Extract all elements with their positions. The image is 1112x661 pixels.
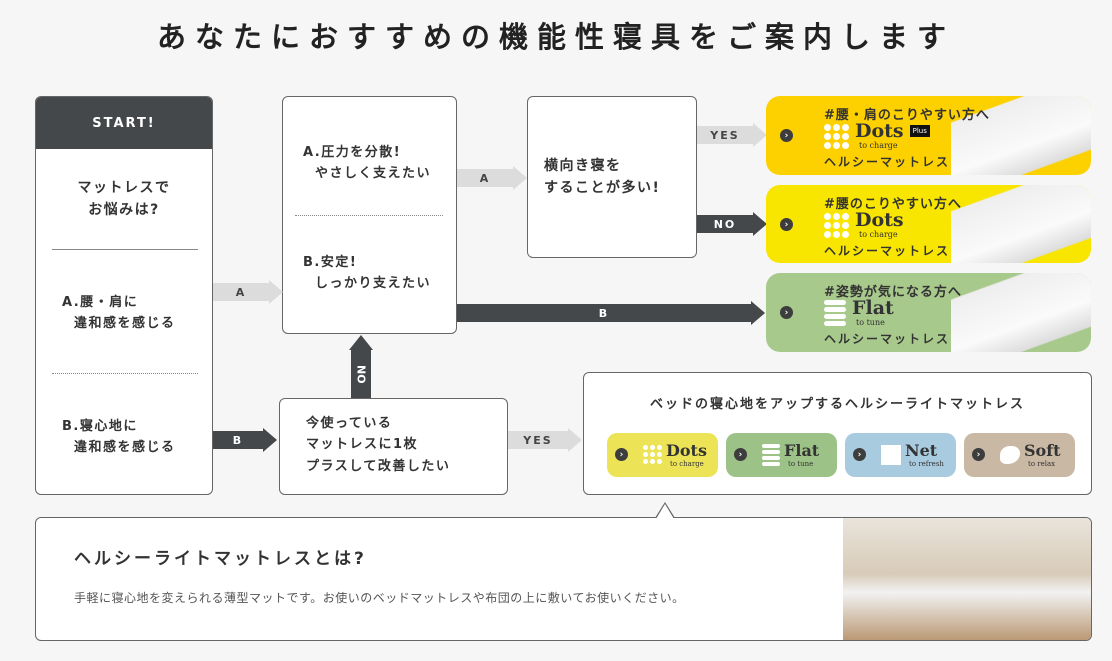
mattress-image [951, 273, 1091, 352]
product-sub: to tune [856, 318, 885, 327]
flat-logo-icon [824, 300, 846, 326]
light-title: ベッドの寝心地をアップするヘルシーライトマットレス [649, 397, 1025, 412]
add-layer-question-box: 今使っている マットレスに1枚 プラスして改善したい [279, 398, 508, 495]
q2-option-a: A.圧力を分散! やさしく支えたい [303, 145, 432, 181]
q3-text: 横向き寝を することが多い! [544, 158, 661, 197]
product-tag: #腰のこりやすい方へ [824, 197, 962, 212]
light-sub: to charge [670, 460, 704, 468]
arrow-no-up-label: NO [354, 364, 368, 384]
bedroom-photo [843, 518, 1091, 640]
light-logo: Soft [1024, 441, 1061, 460]
product-sub: to charge [859, 230, 898, 239]
product-logo: Dots [855, 209, 904, 231]
callout-pointer [656, 504, 674, 519]
light-logo: Flat [784, 441, 820, 460]
product-sub: to charge [859, 141, 898, 150]
start-question: マットレスで お悩みは? [77, 180, 171, 219]
pressure-question-box: A.圧力を分散! やさしく支えたい B.安定! しっかり支えたい [282, 96, 457, 334]
info-body: 手軽に寝心地を変えられる薄型マットです。お使いのベッドマットレスや布団の上に敷い… [74, 591, 685, 605]
product-type: ヘルシーマットレス [824, 332, 951, 346]
product-logo: Flat [852, 297, 894, 319]
product-tag: #腰・肩のこりやすい方へ [824, 108, 990, 123]
info-box: ヘルシーライトマットレスとは? 手軽に寝心地を変えられる薄型マットです。お使いの… [35, 517, 1092, 641]
chevron-right-icon: › [780, 306, 793, 319]
product-type: ヘルシーマットレス [824, 155, 951, 169]
light-sub: to tune [788, 460, 814, 468]
product-tag: #姿勢が気になる方へ [824, 285, 962, 300]
net-logo-icon [881, 444, 901, 465]
plus-badge: Plus [909, 125, 930, 137]
q4-text: 今使っている マットレスに1枚 プラスして改善したい [306, 416, 451, 474]
chevron-right-icon: › [734, 448, 747, 461]
light-sub: to refresh [909, 460, 944, 468]
light-logo: Net [905, 441, 938, 460]
chevron-right-icon: › [780, 129, 793, 142]
arrow-a: A [213, 283, 269, 301]
arrow-yes: YES [508, 431, 568, 449]
mattress-image [951, 96, 1091, 175]
start-option-b: B.寝心地に 違和感を感じる [62, 419, 176, 455]
divider [295, 215, 443, 216]
product-type: ヘルシーマットレス [824, 244, 951, 258]
arrow-no-up: NO [351, 350, 371, 398]
light-logo: Dots [666, 441, 707, 460]
flat-logo-icon [762, 443, 780, 466]
mattress-image [951, 185, 1091, 263]
info-heading: ヘルシーライトマットレスとは? [74, 549, 367, 569]
dots-logo-icon [824, 123, 849, 149]
soft-logo-icon [1000, 445, 1020, 464]
arrow-head [349, 335, 373, 350]
q2-option-b: B.安定! しっかり支えたい [303, 255, 432, 291]
page-title: あなたにおすすめの機能性寝具をご案内します [156, 20, 955, 54]
light-sub: to relax [1028, 460, 1056, 468]
product-logo: Dots [855, 120, 904, 142]
side-sleep-question-box: 横向き寝を することが多い! [527, 96, 697, 258]
arrow-b: B [213, 431, 263, 449]
arrow-no: NO [697, 215, 753, 233]
start-label: START! [36, 97, 212, 149]
arrow-a: A [457, 169, 513, 187]
dots-logo-icon [643, 445, 662, 464]
start-option-a: A.腰・肩に 違和感を感じる [62, 295, 176, 331]
chevron-right-icon: › [972, 448, 985, 461]
chevron-right-icon: › [615, 448, 628, 461]
start-box: START! マットレスで お悩みは? A.腰・肩に 違和感を感じる B.寝心地… [35, 96, 213, 495]
divider [52, 249, 198, 250]
arrow-yes: YES [697, 126, 753, 144]
arrow-b: B [457, 304, 751, 322]
chevron-right-icon: › [853, 448, 866, 461]
divider [52, 373, 198, 374]
chevron-right-icon: › [780, 218, 793, 231]
dots-logo-icon [824, 212, 849, 238]
